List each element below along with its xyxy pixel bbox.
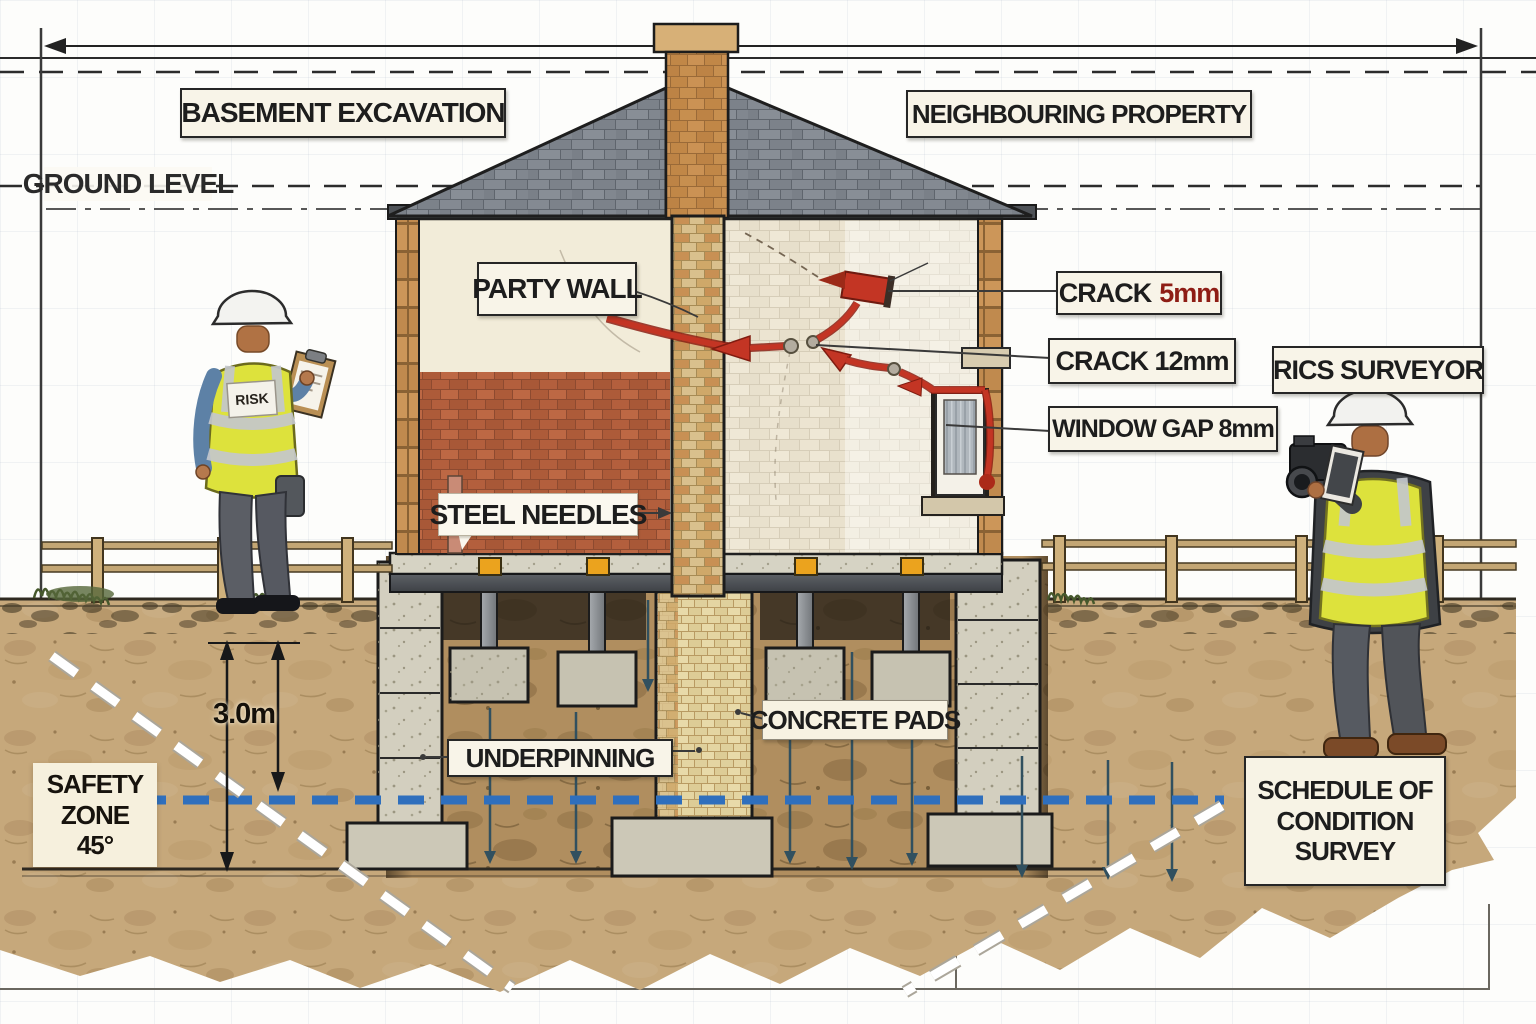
vest-badge: RISK [226,379,278,419]
leader-lines [420,262,1056,760]
party-wall-column [670,214,726,598]
rics-surveyor-text: RICS SURVEYOR [1272,354,1484,385]
boot [1323,737,1379,759]
stone-band [961,347,1011,369]
crack-12mm-label: CRACK 12mm [1048,338,1236,384]
hard-hat [210,289,294,326]
neighbouring-property-text: NEIGHBOURING PROPERTY [911,98,1247,129]
party-wall-text: PARTY WALL [472,273,642,304]
boot [1387,733,1447,755]
steel-needles-text: STEEL NEEDLES [429,498,648,530]
rics-surveyor-figure [1285,388,1447,759]
ground-level-label: GROUND LEVEL [23,167,234,201]
ground-level-text: GROUND LEVEL [22,168,234,199]
underpinning-text: UNDERPINNING [465,742,656,773]
crack-end-blob [979,474,995,490]
party-wall-label: PARTY WALL [472,262,643,316]
safety-zone-line-left [49,652,515,992]
hairline-crack [740,230,819,278]
safety-zone-angle: 45° [76,830,114,861]
crack-5mm-label: CRACK 5mm [1056,271,1222,315]
steel-needles-posts [480,591,920,655]
trouser-leg [254,490,292,600]
safety-zone-line-right [902,802,1225,996]
head [1351,425,1389,457]
excavation-depth-label: 3.0m [196,696,292,732]
fence-right [1041,535,1517,603]
safety-zone-line2: ZONE [60,799,130,830]
window-glazing [943,399,977,475]
chimney-stack [664,50,730,220]
underpinning-label: UNDERPINNING [447,739,673,777]
concrete-needle-pads [448,646,952,708]
depth-dimension [208,640,300,872]
basement-excavation-text: BASEMENT EXCAVATION [181,97,505,128]
underpinning-structure [345,551,1178,882]
pier-footing-central [610,816,774,878]
crack-monitor-stud [806,335,820,349]
concrete-pads-text: CONCRETE PADS [749,704,961,735]
concrete-pier-right [954,558,1042,816]
crack-5mm-value: 5mm [1159,277,1220,308]
schedule-line2: CONDITION [1276,805,1415,836]
leader-party-wall [633,290,699,318]
trouser-leg [1331,622,1372,739]
svg-text:RISK: RISK [235,390,269,408]
crack-12mm-text: CRACK 12mm [1055,345,1229,376]
crack-arrow-left [709,334,751,363]
left-corner-quoins [395,218,420,555]
basement-void-right [760,592,950,640]
window-gap-label: WINDOW GAP 8mm [1048,406,1278,452]
chimney-cap [652,22,740,54]
excavation-depth-text: 3.0m [212,697,276,730]
concrete-pads-label: CONCRETE PADS [750,700,961,740]
brick-pier-central [654,590,754,820]
shoe [254,595,300,611]
hand [1307,481,1325,499]
hand [299,370,315,386]
needle-bearing-pads [478,557,924,576]
schedule-line1: SCHEDULE OF [1257,774,1433,805]
shoe [216,598,260,614]
leader-window-gap [945,424,1051,432]
rics-surveyor-label: RICS SURVEYOR [1272,346,1484,394]
crack-annotations [605,230,995,501]
arm-left-sleeve [193,368,222,476]
hard-hat [1325,388,1415,427]
crack-arrow-small [896,377,923,397]
schedule-line3: SURVEY [1294,836,1396,867]
pier-footing-left [345,821,469,871]
basement-void-left [432,592,646,640]
hand [195,464,211,480]
head [236,325,270,353]
window-gap-text: WINDOW GAP 8mm [1052,414,1275,443]
crack-arrow-darkred [818,271,845,289]
neighbouring-property-label: NEIGHBOURING PROPERTY [906,90,1252,138]
trouser-leg [218,490,256,601]
window-gap-crack [982,389,993,478]
steel-needles-label: STEEL NEEDLES [430,493,647,536]
marker-lines [48,650,1226,998]
pier-footing-right [926,812,1054,868]
vest-reflective-stripes [206,412,298,466]
dimension-arrow-left [44,38,66,54]
crack-5mm-prefix: CRACK [1058,277,1152,308]
basement-excavation-label: BASEMENT EXCAVATION [180,88,506,138]
window-sill [921,496,1005,516]
site-surveyor-figure: RISK [193,289,337,614]
schedule-of-condition-label: SCHEDULE OF CONDITION SURVEY [1244,756,1446,886]
leader-crack12 [815,344,1051,359]
vest-reflective-stripes [1320,539,1428,597]
crack-monitor-stud [887,362,901,376]
dimension-arrow-right [1456,38,1478,54]
leader-concrete-pads [740,712,765,720]
tablet [1319,444,1365,506]
safety-zone-label: SAFETY ZONE 45° [33,763,157,867]
crack-monitor-stud [783,338,799,354]
safety-zone-line1: SAFETY [46,768,145,799]
concrete-pier-left [376,560,444,825]
